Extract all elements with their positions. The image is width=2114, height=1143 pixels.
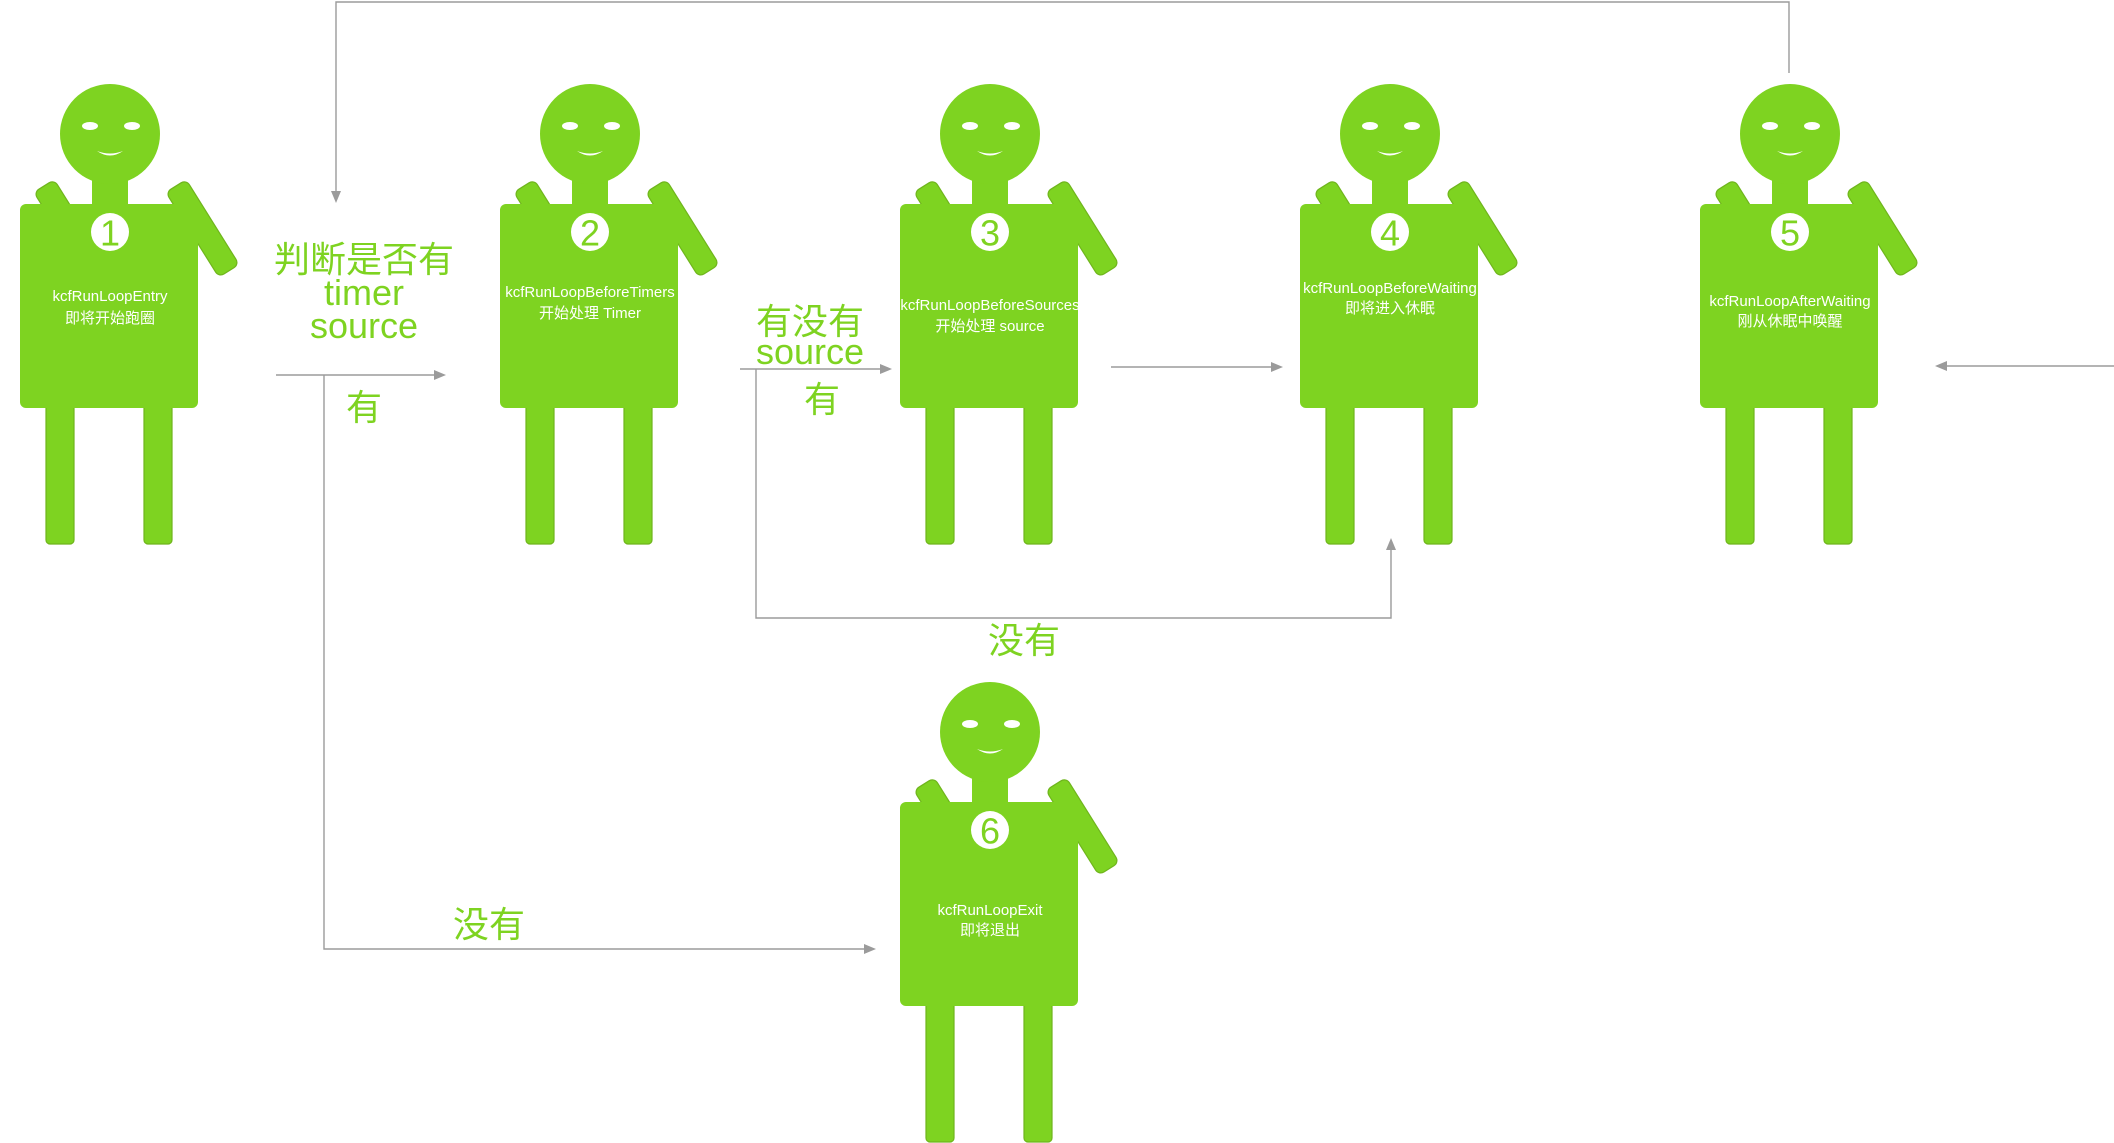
loop-back-line [335,1,1790,195]
timer-question-line-3: source [310,305,418,346]
connectors [276,1,2114,954]
timer-yes-arrowhead [434,370,446,380]
source-no-label: 没有 [988,620,1060,661]
stage-name: kcfRunLoopAfterWaiting [1709,293,1870,310]
conditions: 判断是否有 timer source 有 没有 有没有 source 有 没有 [274,239,1060,945]
timer-no-label: 没有 [453,904,525,945]
stage-number: 6 [980,811,1000,852]
robot-figure [899,83,1120,545]
stage-robot-5: 5 kcfRunLoopAfterWaiting 刚从休眠中唤醒 [1699,83,1920,545]
source-yes-label: 有 [804,379,840,420]
stage-robot-1: 1 kcfRunLoopEntry 即将开始跑圈 [19,83,240,545]
stage-description: 刚从休眠中唤醒 [1737,313,1842,330]
stage-name: kcfRunLoopBeforeSources [900,297,1079,314]
external-wakeup-arrowhead [1935,361,1947,371]
timer-question-line-2: timer [324,272,404,313]
timer-no-line [323,375,866,950]
stage-description: 开始处理 Timer [539,305,641,322]
stage-number-badge [971,811,1009,849]
stages: 1 kcfRunLoopEntry 即将开始跑圈 2 kcfRunLoopBeforeT… [19,83,1920,1143]
timer-question-line-1: 判断是否有 [274,239,454,280]
timer-no-arrowhead [864,944,876,954]
source-no-arrowhead [1386,538,1396,550]
source-question-line-2: source [756,331,864,372]
stage-number: 3 [980,213,1000,254]
source-no-line [755,369,1392,619]
stage-description: 即将退出 [960,922,1020,939]
source-yes-arrowhead [880,364,892,374]
stage-number: 5 [1780,213,1800,254]
stage-description: 即将开始跑圈 [65,310,155,327]
stage-robot-2: 2 kcfRunLoopBeforeTimers 开始处理 Timer [499,83,720,545]
source-question-line-1: 有没有 [756,301,864,342]
stage-number-badge [1371,213,1409,251]
stage-robot-4: 4 kcfRunLoopBeforeWaiting 即将进入休眠 [1299,83,1520,545]
stage-name: kcfRunLoopBeforeWaiting [1303,280,1477,297]
loop-back-arrowhead [331,191,341,203]
stage-description: 开始处理 source [935,318,1044,335]
stage-robot-6: 6 kcfRunLoopExit 即将退出 [899,681,1120,1143]
stage-number-badge [571,213,609,251]
stage-number-badge [91,213,129,251]
stage-number: 2 [580,213,600,254]
stage-robot-3: 3 kcfRunLoopBeforeSources 开始处理 source [899,83,1120,545]
stage-name: kcfRunLoopEntry [52,288,168,305]
stage-number-badge [1771,213,1809,251]
timer-yes-label: 有 [346,387,382,428]
sources-to-waiting-arrowhead [1271,362,1283,372]
stage-description: 即将进入休眠 [1345,300,1435,317]
stage-number: 1 [100,213,120,254]
stage-name: kcfRunLoopBeforeTimers [505,284,675,301]
stage-name: kcfRunLoopExit [937,902,1043,919]
stage-number-badge [971,213,1009,251]
stage-number: 4 [1380,213,1400,254]
